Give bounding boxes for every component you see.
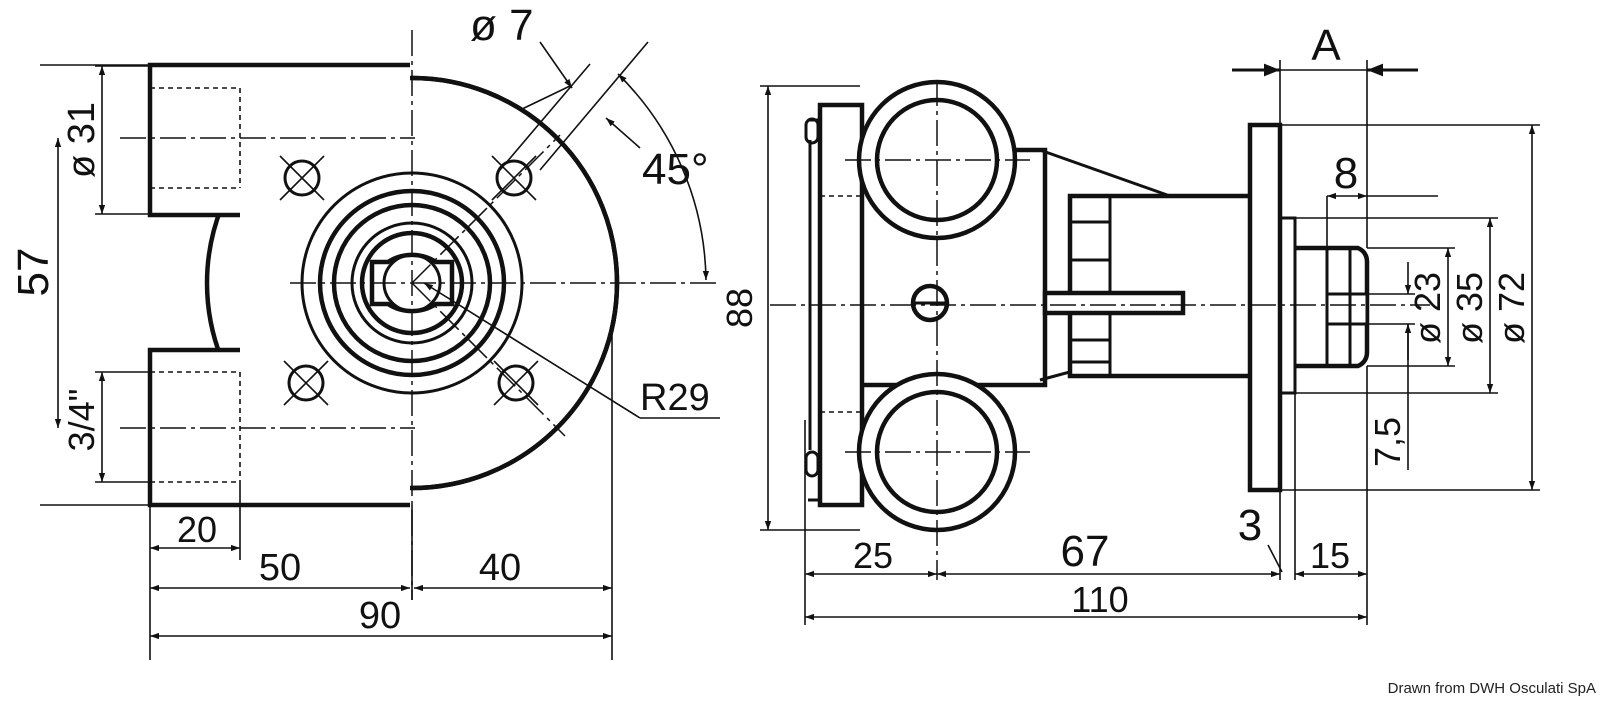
bolt-hole bbox=[279, 155, 325, 201]
height-88-label: 88 bbox=[719, 288, 760, 328]
thread-label: 3/4" bbox=[61, 389, 102, 452]
a-dimension-label: A bbox=[1311, 21, 1341, 70]
lower-port bbox=[120, 347, 415, 508]
drain-plug bbox=[910, 283, 950, 323]
bolt-hole bbox=[493, 360, 539, 406]
height-label: 57 bbox=[9, 248, 58, 297]
spigot-diameter-label: ø 35 bbox=[1449, 272, 1490, 344]
port-depth-label: 20 bbox=[177, 509, 217, 550]
shaft-length-label: 15 bbox=[1310, 535, 1350, 576]
angle-label: 45° bbox=[642, 145, 709, 194]
body-length-label: 67 bbox=[1061, 527, 1110, 576]
shaft-diameter-label: ø 23 bbox=[1407, 272, 1448, 344]
output-shaft bbox=[1295, 245, 1370, 369]
port-diameter-label: ø 31 bbox=[61, 102, 103, 178]
bolt-hole bbox=[283, 360, 329, 406]
total-width-label: 90 bbox=[359, 595, 401, 637]
right-width-label: 40 bbox=[479, 547, 521, 589]
hole-diameter-label: ø 7 bbox=[470, 1, 534, 50]
port-offset-label: 25 bbox=[853, 535, 893, 576]
front-view: ø 7 45° R29 57 ø 31 3/4" 20 50 40 90 bbox=[9, 1, 720, 660]
left-width-label: 50 bbox=[259, 547, 301, 589]
inner-shaft bbox=[1042, 290, 1186, 316]
mounting-flange bbox=[1247, 122, 1283, 493]
key-offset-label: 7,5 bbox=[1367, 417, 1408, 467]
radius-label: R29 bbox=[640, 377, 710, 419]
flange-thickness-label: 3 bbox=[1238, 501, 1262, 550]
bolt-hole bbox=[491, 155, 537, 201]
total-length-label: 110 bbox=[1071, 579, 1128, 620]
side-view: A 8 88 ø 23 ø 35 ø 72 7,5 3 25 67 15 110 bbox=[719, 21, 1540, 625]
bearing-housing bbox=[1067, 193, 1258, 379]
upper-port bbox=[120, 62, 415, 218]
flange-diameter-label: ø 72 bbox=[1491, 272, 1532, 344]
credit-text: Drawn from DWH Osculati SpA bbox=[1388, 680, 1596, 697]
key-height-label: 8 bbox=[1334, 149, 1358, 198]
